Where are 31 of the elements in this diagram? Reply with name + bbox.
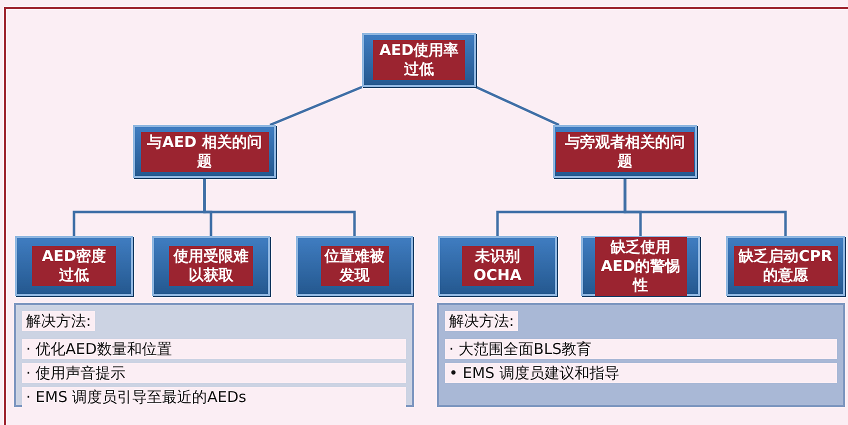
- problem-box: [152, 236, 270, 296]
- problem-label: AED密度过低: [32, 246, 116, 286]
- solution-panel: [14, 303, 414, 407]
- solution-item: · 优化AED数量和位置: [22, 339, 406, 359]
- problem-box: [362, 33, 476, 87]
- problem-label: 使用受限难以获取: [169, 246, 253, 286]
- problem-label: 与AED 相关的问题: [140, 132, 268, 172]
- problem-label: AED使用率过低: [373, 40, 465, 80]
- problem-box: [296, 236, 413, 296]
- problem-label: 未识别OCHA: [462, 246, 534, 286]
- solution-item: · 使用声音提示: [22, 363, 406, 383]
- problem-box: [133, 125, 276, 178]
- solution-panel: [437, 303, 845, 407]
- problem-label: 与旁观者相关的问题: [556, 132, 694, 172]
- problem-label: 位置难被发现: [320, 246, 388, 286]
- connector-line: [624, 178, 787, 236]
- problem-label: 缺乏使用AED的警惕性: [594, 236, 686, 296]
- connector-line: [475, 86, 560, 126]
- problem-box: [726, 236, 845, 296]
- connector-line: [203, 178, 356, 236]
- problem-label: 缺乏启动CPR的意愿: [734, 246, 838, 286]
- problem-box: [553, 125, 697, 178]
- problem-box: [438, 236, 557, 296]
- connector-line: [270, 86, 362, 126]
- solution-heading: 解决方法:: [22, 311, 96, 331]
- solution-item: · 大范围全面BLS教育: [445, 339, 837, 359]
- solution-heading: 解决方法:: [445, 311, 518, 331]
- problem-box: [581, 236, 700, 296]
- problem-box: [15, 236, 133, 296]
- solution-item: • EMS 调度员建议和指导: [445, 363, 837, 383]
- solution-item: · EMS 调度员引导至最近的AEDs: [22, 387, 406, 407]
